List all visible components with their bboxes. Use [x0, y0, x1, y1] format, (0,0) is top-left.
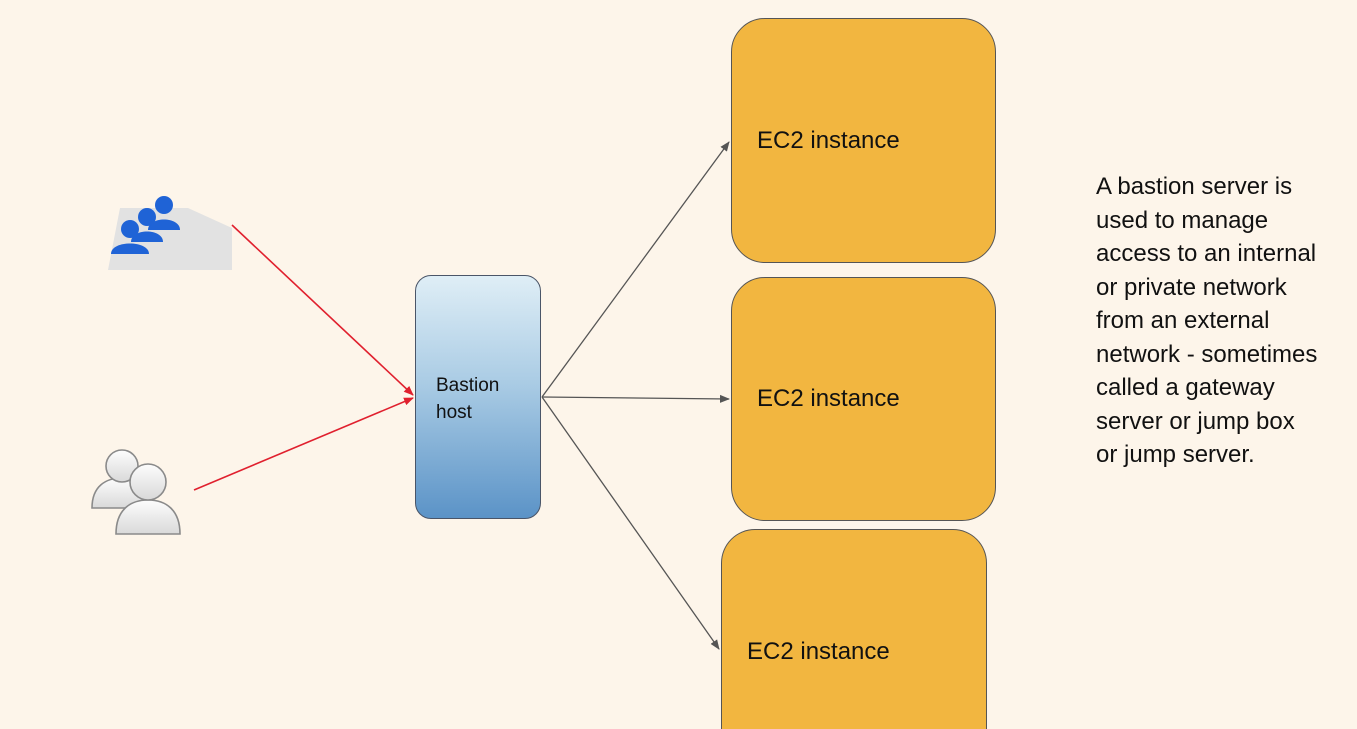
ec2-instance-label: EC2 instance — [757, 385, 900, 412]
arrow-bastion-to-ec2 — [541, 394, 730, 403]
arrow-bastion-to-ec2 — [541, 141, 730, 398]
description-line: network - sometimes — [1096, 340, 1318, 368]
ec2-instance-label: EC2 instance — [747, 638, 890, 665]
ec2-instance-node: EC2 instance — [731, 277, 996, 521]
bastion-host-label: Bastion host — [436, 375, 500, 423]
description-line: server or jump box — [1096, 407, 1295, 435]
description-line: called a gateway — [1096, 374, 1275, 401]
bastion-host-node: Bastion host — [415, 275, 541, 519]
ec2-instance-label: EC2 instance — [757, 127, 900, 154]
description-line: A bastion server is — [1096, 173, 1293, 200]
description-line: from an external — [1096, 307, 1270, 334]
description-line: used to manage — [1096, 206, 1269, 234]
description-line: access to an internal — [1096, 240, 1317, 267]
bastion-description: A bastion server is used to manage acces… — [1096, 170, 1356, 472]
ec2-instance-node: EC2 instance — [721, 529, 987, 729]
description-line: or jump server. — [1096, 441, 1255, 468]
users-outline-icon — [91, 449, 181, 535]
arrow-bastion-to-ec2 — [541, 396, 720, 650]
description-line: or private network — [1096, 273, 1287, 301]
arrow-users-to-bastion — [231, 224, 414, 396]
arrow-users-to-bastion — [193, 397, 414, 491]
user-group-icon — [108, 196, 232, 270]
ec2-instance-node: EC2 instance — [731, 18, 996, 263]
